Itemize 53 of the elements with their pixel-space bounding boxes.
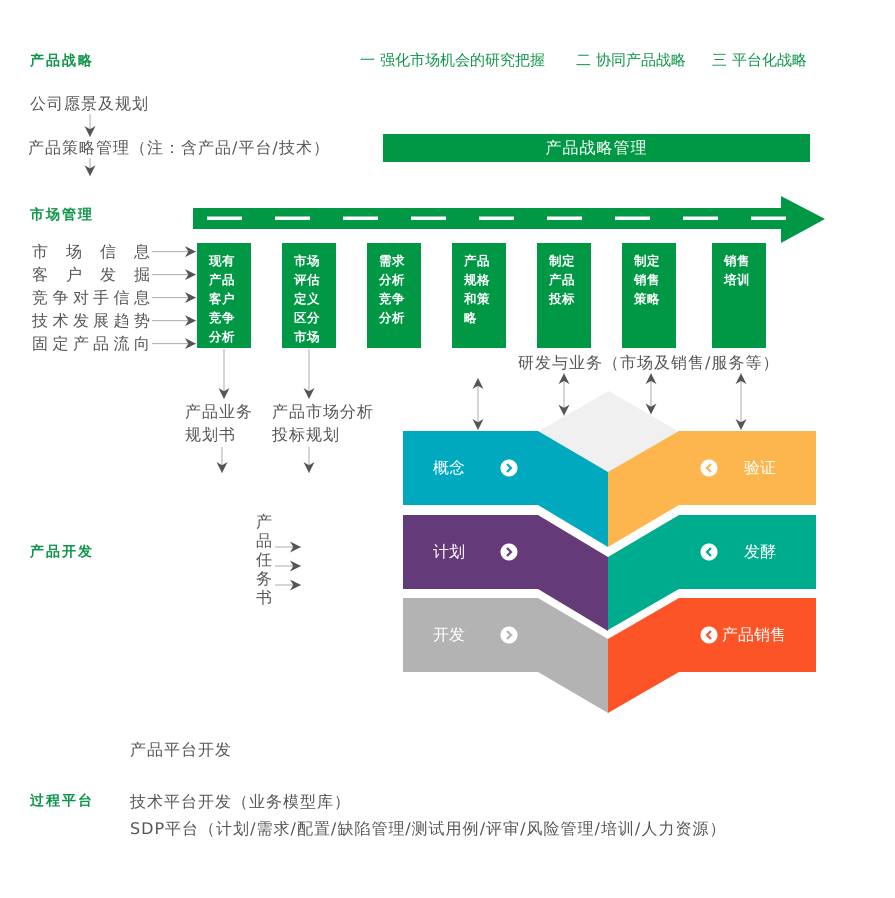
block-label: 开发 bbox=[433, 625, 465, 644]
flow-text: 客户发掘 bbox=[32, 265, 150, 284]
arrow bbox=[152, 246, 196, 258]
step-box: 市场评估定义区分市场 bbox=[282, 243, 336, 348]
arrow bbox=[274, 580, 302, 590]
arrow bbox=[646, 372, 656, 415]
section-heading: 市场管理 bbox=[30, 207, 94, 224]
arrow bbox=[304, 446, 314, 474]
arrow bbox=[304, 348, 314, 400]
step-box: 制定产品投标 bbox=[537, 243, 591, 348]
flow-text: 产品业务规划书 bbox=[185, 400, 265, 446]
arrow bbox=[274, 542, 302, 552]
strategy-text: 一 强化市场机会的研究把握 bbox=[360, 51, 545, 69]
arrow bbox=[152, 338, 196, 350]
arrow bbox=[84, 114, 96, 138]
arrow bbox=[84, 158, 96, 177]
arrow bbox=[216, 446, 228, 474]
block-label: 产品销售 bbox=[722, 625, 786, 644]
flow-text: 产品策略管理（注：含产品/平台/技术） bbox=[28, 138, 330, 158]
block-label: 验证 bbox=[744, 458, 776, 478]
block-label: 计划 bbox=[433, 542, 465, 562]
step-box: 销售培训 bbox=[712, 243, 766, 348]
caption-text: 产品平台开发 bbox=[130, 740, 232, 760]
step-box: 需求分析竞争分析 bbox=[367, 243, 421, 348]
caption-text: 技术平台开发（业务模型库） bbox=[130, 792, 351, 812]
arrow bbox=[152, 269, 196, 280]
arrow bbox=[274, 560, 302, 572]
section-heading: 产品开发 bbox=[30, 544, 94, 561]
flow-text: 产品任务书 bbox=[256, 512, 273, 607]
arrow bbox=[558, 372, 570, 416]
caption-text: SDP平台（计划/需求/配置/缺陷管理/测试用例/评审/风险管理/培训/人力资源） bbox=[130, 819, 726, 838]
step-box: 产品规格和策略 bbox=[452, 243, 506, 348]
flow-text: 市场信息 bbox=[32, 242, 150, 262]
banner-bar: 产品战略管理 bbox=[383, 134, 810, 162]
flow-text: 技术发展趋势 bbox=[32, 311, 150, 330]
flow-text: 产品市场分析投标规划 bbox=[272, 400, 390, 446]
block-label: 概念 bbox=[433, 458, 465, 478]
block-label: 发酵 bbox=[744, 542, 776, 562]
step-box: 制定销售策略 bbox=[622, 243, 676, 348]
arrow bbox=[152, 315, 196, 326]
flow-text: 竞争对手信息 bbox=[32, 288, 150, 308]
arrow bbox=[736, 372, 746, 430]
section-heading: 产品战略 bbox=[30, 53, 94, 70]
flow-text: 研发与业务（市场及销售/服务等） bbox=[518, 353, 780, 372]
strategy-text: 三 平台化战略 bbox=[712, 51, 807, 69]
arrow bbox=[152, 292, 196, 304]
strategy-text: 二 协同产品战略 bbox=[576, 51, 686, 69]
flow-text: 公司愿景及规划 bbox=[30, 94, 149, 114]
section-heading: 过程平台 bbox=[30, 793, 94, 810]
flow-text: 固定产品流向 bbox=[32, 334, 150, 354]
arrow bbox=[218, 348, 230, 400]
step-box: 现有产品客户竞争分析 bbox=[197, 243, 251, 348]
arrow bbox=[472, 378, 484, 430]
